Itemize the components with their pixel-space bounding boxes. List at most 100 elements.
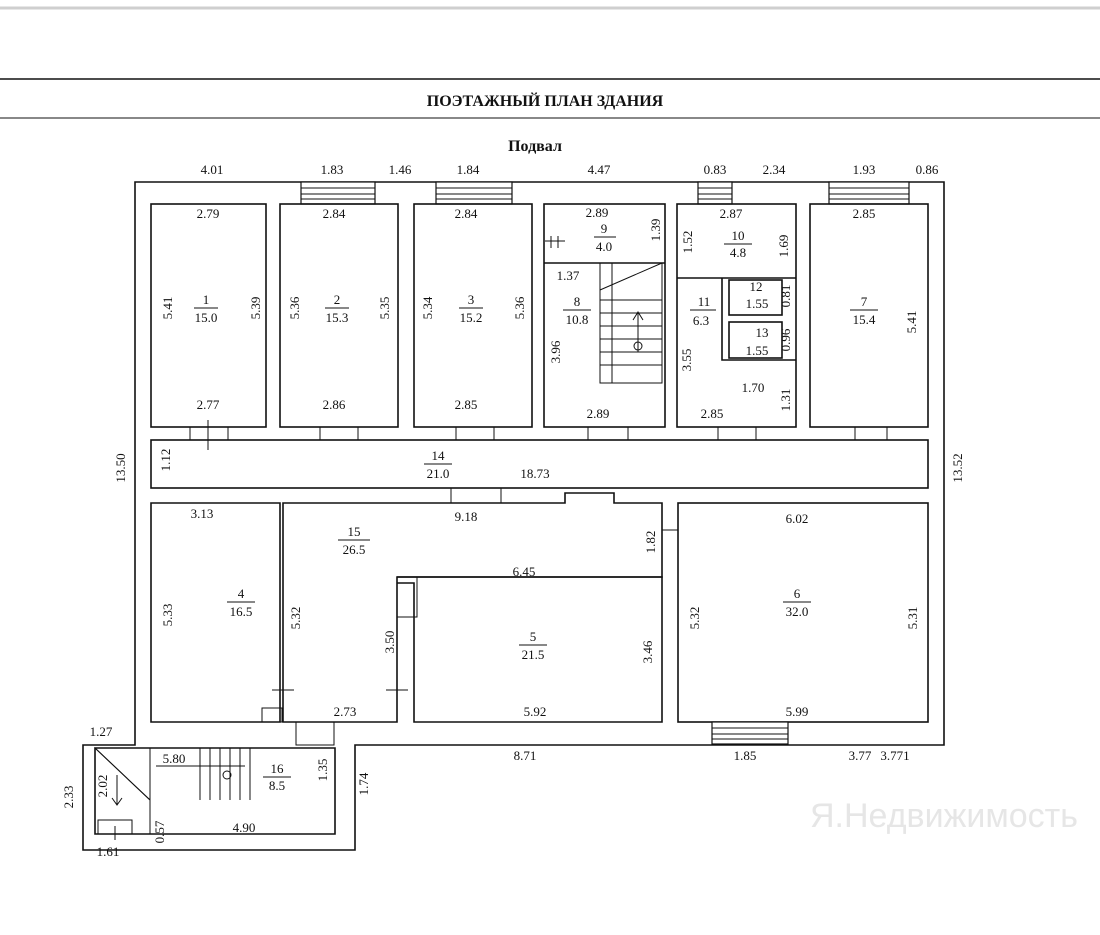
room-2-number: 2 [334, 292, 341, 307]
top-dimensions: 4.01 1.83 1.46 1.84 4.47 0.83 2.34 1.93 … [201, 162, 939, 177]
room-16: 16 8.5 2.33 2.02 0.57 4.90 1.61 [61, 761, 291, 859]
room-12-number: 12 [750, 279, 763, 294]
room-10-dim-right: 1.69 [776, 235, 791, 258]
room-10-dim-top: 2.87 [720, 206, 743, 221]
dim-right: 13.52 [950, 453, 965, 482]
room-3-dim-right: 5.36 [512, 296, 527, 319]
entrance-stairs-room-16 [94, 746, 336, 840]
room-8-dim-top: 1.37 [557, 268, 580, 283]
room-13-number: 13 [756, 325, 769, 340]
room-15-number: 15 [348, 524, 361, 539]
room-5-dim-right: 3.46 [640, 640, 655, 663]
room-9-number: 9 [601, 221, 608, 236]
watermark: Я.Недвижимость [810, 797, 1078, 835]
room-13-dim: 0.96 [778, 328, 793, 351]
dim-bottom-2: 5.80 [163, 751, 186, 766]
room-8-dim-left: 3.96 [548, 340, 563, 363]
corridor-door [450, 487, 502, 504]
room-15: 9.18 1.82 5.32 6.45 15 26.5 [288, 509, 658, 629]
room-11-number: 11 [698, 294, 711, 309]
lower-doors [261, 529, 678, 746]
page-title: ПОЭТАЖНЫЙ ПЛАН ЗДАНИЯ [427, 91, 664, 110]
dim-top-6: 0.83 [704, 162, 727, 177]
outer-wall [82, 181, 945, 851]
bottom-dimensions: 1.27 5.80 1.35 1.74 8.71 1.85 3.77 3.771 [90, 724, 910, 795]
room-5-area: 21.5 [522, 647, 545, 662]
room-1: 2.79 5.41 5.39 2.77 1 15.0 [160, 206, 263, 412]
dim-bottom-6: 1.85 [734, 748, 757, 763]
floor-label: Подвал [508, 138, 562, 155]
corridor-14-area: 21.0 [427, 466, 450, 481]
dim-top-4: 1.84 [457, 162, 480, 177]
room-7-dim-top: 2.85 [853, 206, 876, 221]
corridor-14-dim-length: 18.73 [520, 466, 549, 481]
corridor-14-dim-left: 1.12 [158, 449, 173, 472]
room-16-number: 16 [271, 761, 285, 776]
room-1-dim-top: 2.79 [197, 206, 220, 221]
room-16-area: 8.5 [269, 778, 285, 793]
room-15-area: 26.5 [343, 542, 366, 557]
room-6-dim-left: 5.32 [687, 607, 702, 630]
room-8-number: 8 [574, 294, 581, 309]
room-1-dim-left: 5.41 [160, 297, 175, 320]
room-10-11-12-13: 2.87 1.52 1.69 10 4.8 12 1.55 0.81 13 1.… [679, 206, 793, 421]
top-windows [300, 181, 910, 205]
room-5-outline [397, 576, 663, 723]
room-13-outline [728, 321, 783, 359]
room-7-area: 15.4 [853, 312, 876, 327]
dim-top-9: 0.86 [916, 162, 939, 177]
room-5-number: 5 [530, 629, 537, 644]
room-2-dim-right: 5.35 [377, 297, 392, 320]
room-15-dim-right: 1.82 [643, 531, 658, 554]
room-7-dim-right: 5.41 [904, 311, 919, 334]
dim-left: 13.50 [113, 453, 128, 482]
room-6-outline [677, 502, 929, 723]
dim-bottom-4: 1.74 [356, 772, 371, 795]
room-2-dim-top: 2.84 [323, 206, 346, 221]
room-6: 6.02 5.32 5.31 5.99 6 32.0 [687, 511, 920, 719]
room-16-dim-stair: 2.02 [95, 775, 110, 798]
room-12-dim: 0.81 [778, 285, 793, 308]
dim-top-7: 2.34 [763, 162, 786, 177]
room-5-dim-left: 3.50 [382, 631, 397, 654]
room-4: 3.13 5.33 4 16.5 [160, 506, 255, 626]
room-9-dim-top: 2.89 [586, 205, 609, 220]
dim-top-2: 1.83 [321, 162, 344, 177]
dim-bottom-7: 3.77 [849, 748, 872, 763]
dim-top-3: 1.46 [389, 162, 412, 177]
room-10-area: 4.8 [730, 245, 746, 260]
room-2-area: 15.3 [326, 310, 349, 325]
room-6-number: 6 [794, 586, 801, 601]
room-5-dim-bottom-left: 2.73 [334, 704, 357, 719]
dim-bottom-5: 8.71 [514, 748, 537, 763]
room-2-dim-bottom: 2.86 [323, 397, 346, 412]
room-15-dim-left: 5.32 [288, 607, 303, 630]
dim-bottom-8: 3.771 [880, 748, 909, 763]
corridor-14-number: 14 [432, 448, 446, 463]
room-1-dim-right: 5.39 [248, 297, 263, 320]
room-6-area: 32.0 [786, 604, 809, 619]
room-9-8: 2.89 1.39 9 4.0 1.37 3.96 2.89 8 10.8 [548, 205, 663, 421]
room-12-area: 1.55 [746, 296, 769, 311]
corridor-14-outline [150, 439, 929, 489]
room-3-dim-left: 5.34 [420, 296, 435, 319]
room-16-dim-door: 1.61 [97, 844, 120, 859]
room-3-area: 15.2 [460, 310, 483, 325]
room-5: 3.50 3.46 2.73 5.92 5 21.5 [334, 629, 655, 719]
dim-top-5: 4.47 [588, 162, 611, 177]
room-5-dim-bottom: 5.92 [524, 704, 547, 719]
room-15-dim-mid: 6.45 [513, 564, 536, 579]
room-16-dim-gap: 0.57 [152, 820, 167, 843]
room-1-area: 15.0 [195, 310, 218, 325]
room-9-area: 4.0 [596, 239, 612, 254]
room-11-area: 6.3 [693, 313, 709, 328]
bottom-window [711, 721, 789, 745]
room-4-dim-left: 5.33 [160, 604, 175, 627]
room-11-dim-bottom: 2.85 [701, 406, 724, 421]
dim-top-1: 4.01 [201, 162, 224, 177]
room-9-dim-right: 1.39 [648, 219, 663, 242]
room-3: 2.84 5.34 5.36 2.85 3 15.2 [420, 206, 527, 412]
room-16-dim-left: 2.33 [61, 786, 76, 809]
room-10-number: 10 [732, 228, 745, 243]
room-7-number: 7 [861, 294, 868, 309]
